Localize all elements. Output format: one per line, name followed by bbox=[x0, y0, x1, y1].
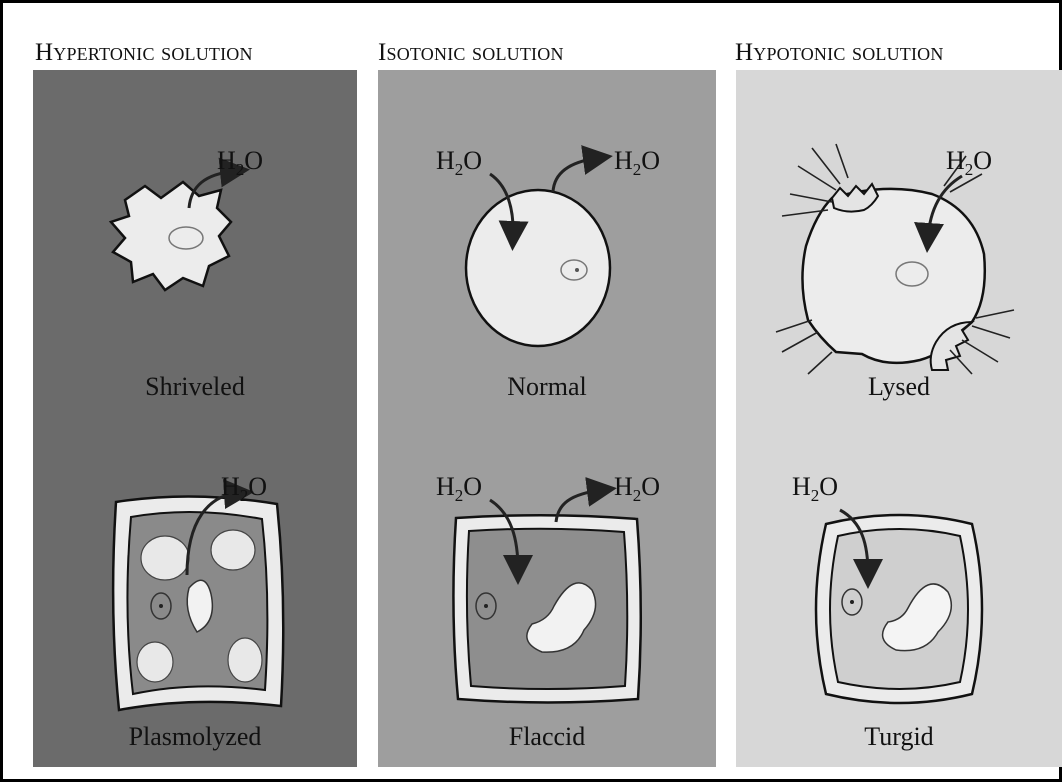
hypertonic-panel: H2O H2O Shriveled Plasmolyzed bbox=[33, 70, 357, 767]
water-label: H2O bbox=[614, 472, 660, 502]
heading-hypotonic: Hypotonic solution bbox=[735, 39, 944, 67]
water-label: H2O bbox=[792, 472, 838, 502]
heading-hypertonic: Hypertonic solution bbox=[35, 39, 253, 67]
cell-label-lysed: Lysed bbox=[736, 372, 1062, 402]
turgid-cell bbox=[816, 515, 982, 703]
flaccid-cell bbox=[453, 515, 640, 702]
isotonic-illustration bbox=[378, 70, 716, 767]
hypotonic-panel: H2O H2O Lysed Turgid bbox=[736, 70, 1062, 767]
water-label: H2O bbox=[436, 146, 482, 176]
plasmolyzed-cell bbox=[113, 496, 283, 710]
water-label: H2O bbox=[221, 472, 267, 502]
water-label: H2O bbox=[436, 472, 482, 502]
normal-cell bbox=[466, 190, 610, 346]
hypertonic-illustration bbox=[33, 70, 357, 767]
hypotonic-illustration bbox=[736, 70, 1062, 767]
water-label: H2O bbox=[217, 146, 263, 176]
heading-isotonic: Isotonic solution bbox=[378, 39, 564, 67]
isotonic-panel: H2O H2O H2O H2O Normal Flaccid bbox=[378, 70, 716, 767]
water-label: H2O bbox=[946, 146, 992, 176]
water-label: H2O bbox=[614, 146, 660, 176]
cell-label-flaccid: Flaccid bbox=[378, 722, 716, 752]
cell-label-normal: Normal bbox=[378, 372, 716, 402]
cell-label-shriveled: Shriveled bbox=[33, 372, 357, 402]
cell-label-plasmolyzed: Plasmolyzed bbox=[33, 722, 357, 752]
cell-label-turgid: Turgid bbox=[736, 722, 1062, 752]
